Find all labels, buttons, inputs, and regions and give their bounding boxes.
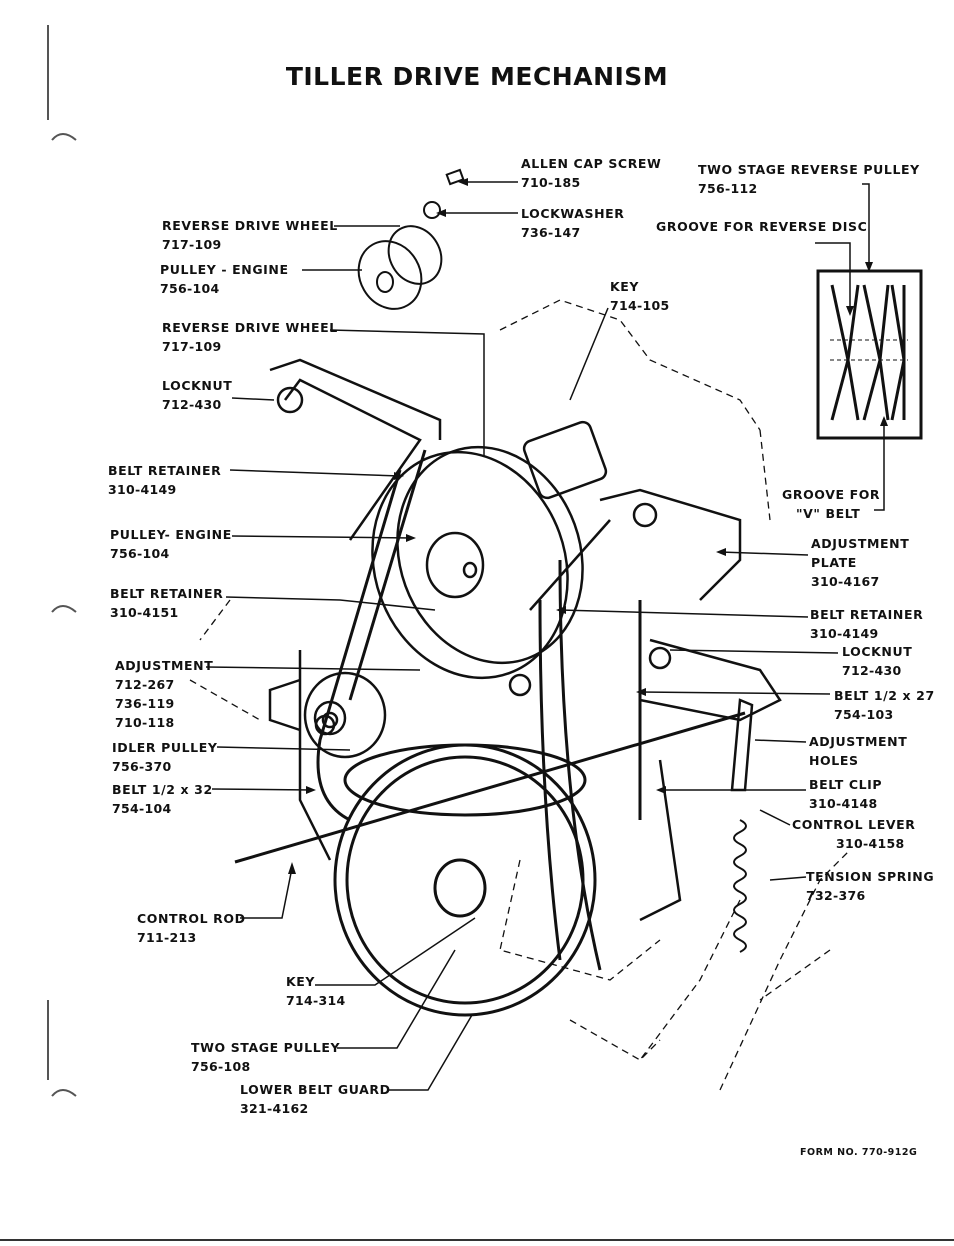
label-groove-reverse-disc: GROOVE FOR REVERSE DISC (656, 219, 868, 234)
control-rod (234, 711, 746, 864)
form-number: FORM NO. 770-912G (800, 1147, 918, 1158)
label-groove-v-belt: GROOVE FOR"V" BELT (782, 487, 881, 521)
leader-lines (205, 181, 885, 1091)
brackets (268, 358, 782, 922)
scan-marks (47, 25, 77, 1097)
tension-spring (733, 819, 747, 953)
exploded-engine-pulley (357, 168, 465, 310)
leader-arrowheads (288, 178, 888, 874)
reverse-pulley-inset (816, 269, 923, 440)
frame-dashed-outline (189, 299, 851, 1091)
two-stage-pulley (333, 743, 597, 1017)
label-adjustment-left: ADJUSTMENT 712-267 736-119 710-118 (115, 658, 214, 730)
belts (316, 449, 642, 971)
idler-pulley (303, 671, 387, 759)
page-title: TILLER DRIVE MECHANISM (285, 62, 669, 91)
